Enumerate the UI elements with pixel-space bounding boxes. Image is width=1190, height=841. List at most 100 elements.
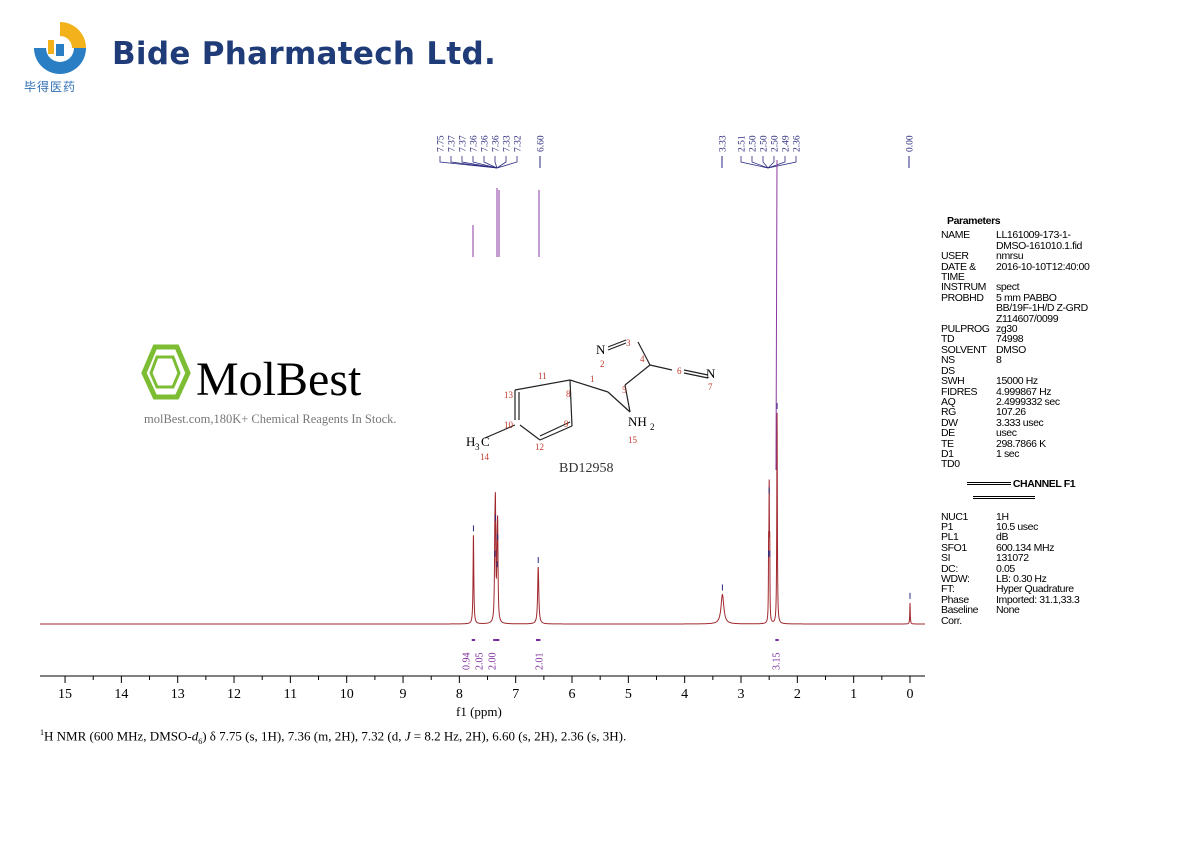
bonds xyxy=(484,339,709,441)
parameter-row: NAME LL161009-173-1- xyxy=(941,229,1101,242)
parameter-value: Hyper Quadrature xyxy=(996,583,1074,596)
x-tick-label: 15 xyxy=(58,687,72,702)
parameter-key: TD xyxy=(941,333,955,346)
atom-index: 8 xyxy=(566,389,571,399)
parameter-key: INSTRUM xyxy=(941,281,987,294)
x-axis-label: f1 (ppm) xyxy=(456,704,502,719)
atom-index: 6 xyxy=(677,366,682,376)
atom-index: 9 xyxy=(564,419,569,429)
caption-part: H NMR (600 MHz, DMSO- xyxy=(44,728,192,744)
peak-label: 7.37 xyxy=(448,135,458,152)
parameter-key: D1 xyxy=(941,447,954,460)
parameter-value: spect xyxy=(996,281,1020,294)
parameter-value: LL161009-173-1- xyxy=(996,229,1071,242)
parameter-row: BB/19F-1H/D Z-GRD xyxy=(941,302,1101,315)
integral-value: 3.15 xyxy=(772,653,783,671)
parameter-row: DS xyxy=(941,365,1101,376)
parameter-value: nmrsu xyxy=(996,250,1024,263)
peak-label-connector xyxy=(494,156,498,169)
company-logo xyxy=(34,22,86,74)
atom-ch3-sub: 3 xyxy=(475,442,480,452)
x-tick-label: 4 xyxy=(681,687,688,702)
peak-label: 7.36 xyxy=(492,135,502,152)
atom-index: 15 xyxy=(628,435,638,445)
peak-label: 2.36 xyxy=(793,135,803,152)
peak-label: 7.33 xyxy=(503,135,513,152)
parameter-value: 131072 xyxy=(996,552,1029,565)
parameter-value: 2.4999332 sec xyxy=(996,395,1060,408)
peak-label: 7.32 xyxy=(514,135,524,152)
peak-label-connector xyxy=(767,156,775,169)
parameter-key: WDW: xyxy=(941,573,970,585)
spectrum-line xyxy=(40,412,925,625)
parameter-value: 15000 Hz xyxy=(996,375,1038,388)
parameter-value: LB: 0.30 Hz xyxy=(996,573,1047,585)
parameter-value: 298.7866 K xyxy=(996,437,1046,450)
x-tick-label: 10 xyxy=(340,687,354,702)
parameter-row: INSTRUM spect xyxy=(941,281,1101,294)
parameter-value: 600.134 MHz xyxy=(996,541,1055,554)
parameter-key: NUC1 xyxy=(941,510,968,523)
parameter-key: FIDRES xyxy=(941,385,978,398)
parameter-row: TIME xyxy=(941,271,1101,284)
atom-index: 3 xyxy=(626,338,631,348)
parameter-key: TIME xyxy=(941,271,965,284)
atom-index: 11 xyxy=(538,371,547,381)
parameter-key: DW xyxy=(941,416,958,429)
parameter-row: TD 74998 xyxy=(941,333,1101,346)
watermark-subtext: molBest.com,180K+ Chemical Reagents In S… xyxy=(144,412,397,426)
molbest-watermark: MolBest molBest.com,180K+ Chemical Reage… xyxy=(141,344,397,426)
parameter-value: 74998 xyxy=(996,333,1024,346)
caption-part: d xyxy=(191,728,199,744)
atom-nh2-sub: 2 xyxy=(650,422,655,432)
channel-title: CHANNEL F1 xyxy=(1012,477,1076,490)
parameter-key: SI xyxy=(941,552,951,565)
peak-label: 7.75 xyxy=(437,135,447,152)
parameter-value: DMSO xyxy=(996,343,1026,356)
peak-label-connector xyxy=(496,156,507,169)
parameter-key: RG xyxy=(941,406,956,419)
parameter-key: SFO1 xyxy=(941,541,967,554)
parameter-value: 2016-10-10T12:40:00 xyxy=(996,260,1090,273)
watermark-text: MolBest xyxy=(196,353,362,406)
parameter-value: Z114607/0099 xyxy=(996,312,1059,325)
parameter-row: Corr. xyxy=(941,615,1101,626)
peak-label: 2.50 xyxy=(760,135,770,152)
integral-value: 2.00 xyxy=(488,653,499,671)
parameter-row: DMSO-161010.1.fid xyxy=(941,239,1101,252)
parameter-value: zg30 xyxy=(996,323,1018,336)
parameter-value: 8 xyxy=(996,354,1002,367)
peak-label-connector xyxy=(483,156,498,169)
parameter-value: 3.333 usec xyxy=(996,416,1044,429)
parameter-row: DC:0.05 xyxy=(941,563,1101,574)
x-tick-label: 3 xyxy=(738,687,745,702)
atom-index: 10 xyxy=(504,420,514,430)
caption-part: = 8.2 Hz, 2H), 6.60 (s, 2H), 2.36 (s, 3H… xyxy=(410,728,627,744)
nmr-caption: 1H NMR (600 MHz, DMSO-d6) δ 7.75 (s, 1H)… xyxy=(40,728,626,746)
molbest-watermark-logo xyxy=(141,344,191,400)
x-tick-label: 9 xyxy=(400,687,407,702)
logo-chinese-text: 毕得医药 xyxy=(24,80,77,94)
channel-header: CHANNEL F1 xyxy=(941,477,1101,490)
parameter-row: TD0 xyxy=(941,459,1101,470)
caption-part: ) δ 7.75 (s, 1H), 7.36 (m, 2H), 7.32 (d, xyxy=(202,728,405,744)
atom-index: 7 xyxy=(708,382,713,392)
parameter-value: DMSO-161010.1.fid xyxy=(996,239,1082,252)
caption-part: J xyxy=(404,728,411,744)
parameter-key: NAME xyxy=(941,229,970,242)
parameter-value: BB/19F-1H/D Z-GRD xyxy=(996,302,1088,315)
parameter-row: FT:Hyper Quadrature xyxy=(941,583,1101,596)
parameter-value: 5 mm PABBO xyxy=(996,291,1057,304)
peak-label-connector xyxy=(472,156,498,169)
peak-label-connector xyxy=(439,156,498,169)
atom-index: 1 xyxy=(590,374,595,384)
